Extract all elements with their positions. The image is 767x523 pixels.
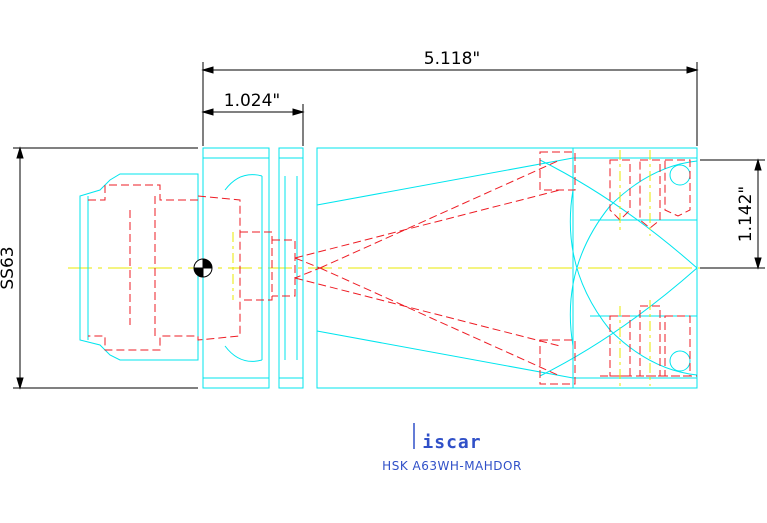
tool-outline — [79, 147, 698, 389]
brand-logo-text: iscar — [422, 432, 481, 453]
dimension-lines — [13, 62, 765, 390]
dim-offset-height: 1.142" — [736, 186, 756, 243]
dim-shank-size: SS63 — [0, 246, 18, 289]
dim-flange-length: 1.024" — [224, 91, 281, 111]
dim-overall-length: 5.118" — [424, 49, 481, 69]
hidden-lines — [88, 151, 697, 385]
sub-center-lines — [232, 150, 651, 386]
brand-logo: iscar — [413, 423, 481, 453]
drawing-caption: HSK A63WH-MAHDOR — [382, 459, 522, 473]
center-mark-icon — [193, 258, 213, 278]
